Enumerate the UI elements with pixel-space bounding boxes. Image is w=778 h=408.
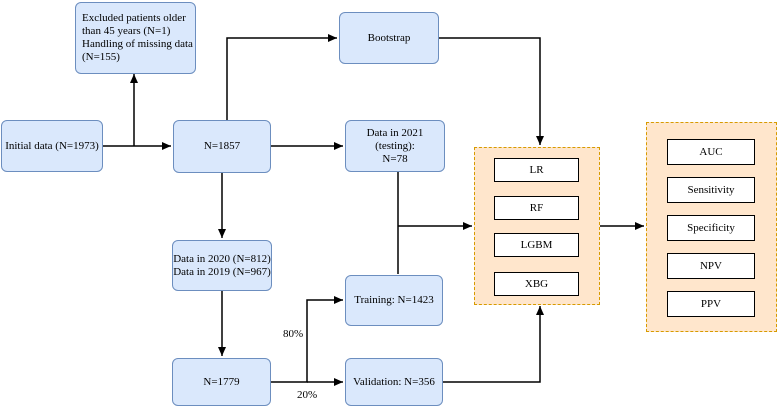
arrow-1779-to-training	[271, 296, 343, 383]
initial-data-label: Initial data (N=1973)	[5, 139, 99, 152]
training-box: Training: N=1423	[345, 275, 443, 326]
metric-specificity: Specificity	[667, 215, 755, 241]
model-lr-label: LR	[529, 164, 544, 176]
data2020-line-1: Data in 2020 (N=812)	[173, 252, 271, 265]
validation-label: Validation: N=356	[353, 375, 435, 388]
model-lgbm-label: LGBM	[520, 239, 553, 251]
n1857-box: N=1857	[173, 120, 271, 173]
training-label: Training: N=1423	[354, 294, 434, 306]
excluded-line-4: (N=155)	[82, 51, 120, 63]
data2020-line-2: Data in 2019 (N=967)	[173, 265, 271, 278]
arrow-bootstrap-to-models	[439, 37, 544, 145]
data2021-line-1: Data in 2021 (testing):	[366, 126, 424, 152]
bootstrap-box: Bootstrap	[339, 12, 439, 64]
metric-auc: AUC	[667, 139, 755, 165]
arrow-1857-to-bootstrap	[226, 34, 337, 120]
metric-npv-label: NPV	[699, 260, 722, 272]
data2021-line-2: N=78	[382, 152, 408, 165]
excluded-line-3: Handling of missing data	[82, 38, 193, 50]
model-xbg: XBG	[494, 272, 579, 296]
metric-sensitivity-label: Sensitivity	[687, 184, 735, 196]
validation-box: Validation: N=356	[345, 358, 443, 406]
metric-npv: NPV	[667, 253, 755, 279]
metric-ppv-label: PPV	[700, 298, 722, 310]
model-lgbm: LGBM	[494, 233, 579, 257]
n1779-label: N=1779	[203, 375, 240, 388]
edge-label-80: 80%	[283, 328, 304, 340]
n1779-box: N=1779	[172, 358, 271, 406]
excluded-patients-box: Excluded patients older than 45 years (N…	[75, 2, 196, 74]
metric-auc-label: AUC	[699, 146, 723, 158]
excluded-line-2: than 45 years (N=1)	[82, 25, 171, 37]
excluded-line-1: Excluded patients older	[82, 12, 186, 24]
arrow-validation-to-models	[443, 306, 544, 383]
metric-specificity-label: Specificity	[687, 222, 735, 234]
n1857-label: N=1857	[203, 140, 241, 152]
metric-ppv: PPV	[667, 291, 755, 317]
data-2020-2019-box: Data in 2020 (N=812) Data in 2019 (N=967…	[172, 240, 272, 291]
model-rf-label: RF	[529, 202, 544, 214]
model-xbg-label: XBG	[524, 278, 549, 290]
edge-label-20: 20%	[297, 389, 318, 401]
bootstrap-label: Bootstrap	[367, 31, 411, 44]
data-2021-box: Data in 2021 (testing): N=78	[345, 120, 445, 172]
metric-sensitivity: Sensitivity	[667, 177, 755, 203]
model-lr: LR	[494, 158, 579, 182]
model-rf: RF	[494, 196, 579, 220]
initial-data-box: Initial data (N=1973)	[1, 120, 103, 172]
